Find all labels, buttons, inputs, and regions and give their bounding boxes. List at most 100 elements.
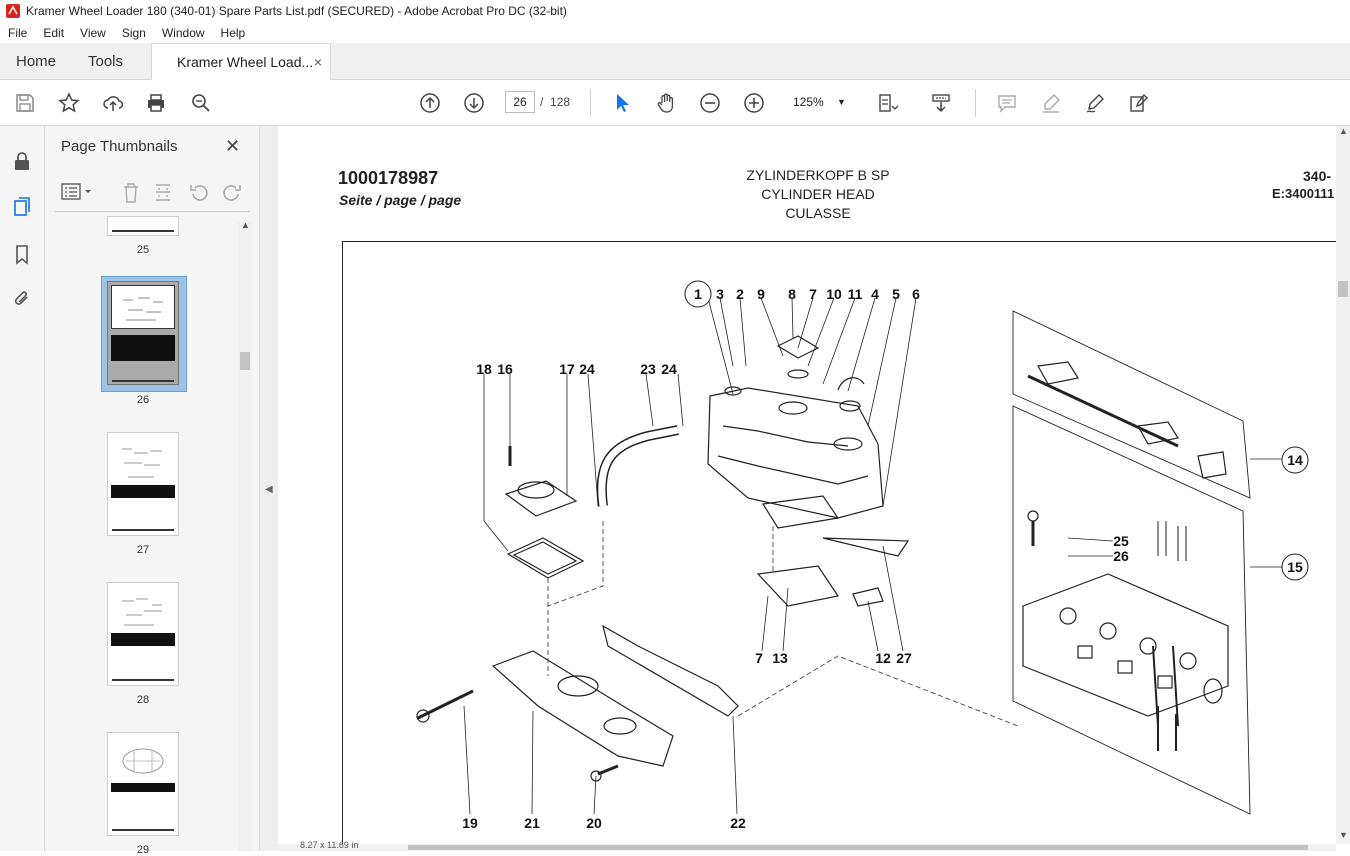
menu-help[interactable]: Help	[220, 25, 246, 40]
sign-icon[interactable]	[1083, 91, 1107, 115]
extract-page-icon[interactable]	[153, 182, 173, 204]
prev-page-icon[interactable]	[418, 91, 442, 115]
acrobat-icon	[6, 4, 20, 18]
callout-7: 7	[809, 286, 817, 302]
page-separator: /	[540, 95, 544, 109]
callout-18: 18	[476, 361, 492, 377]
callout-20: 20	[586, 815, 602, 831]
callout-14: 14	[1287, 452, 1303, 468]
select-cursor-icon[interactable]	[610, 91, 634, 115]
document-horizontal-scrollbar[interactable]: 8.27 x 11.69 in	[278, 840, 1336, 851]
page-thumbnail[interactable]	[107, 432, 179, 536]
thumbnail-scroll-thumb[interactable]	[240, 352, 250, 370]
callout-26: 26	[1113, 548, 1129, 564]
thumbnail-drawing	[122, 598, 162, 626]
tab-close-icon[interactable]: ×	[313, 54, 322, 70]
edit-pdf-icon[interactable]	[1127, 91, 1151, 115]
callout-15: 15	[1287, 559, 1303, 575]
toolbar-divider	[590, 89, 591, 117]
rotate-right-icon[interactable]	[221, 182, 243, 204]
tab-document[interactable]: Kramer Wheel Load... ×	[151, 43, 331, 80]
page-size-label: 8.27 x 11.69 in	[300, 840, 359, 850]
callout-1: 1	[694, 286, 702, 302]
tab-home[interactable]: Home	[16, 53, 57, 70]
thumbnail-drawing	[122, 748, 164, 774]
page-total-value: 128	[550, 95, 571, 109]
window-title: Kramer Wheel Loader 180 (340-01) Spare P…	[26, 4, 567, 18]
tab-bar: Home Tools Kramer Wheel Load... ×	[0, 43, 1350, 80]
callout-2: 2	[736, 286, 744, 302]
part-number: 1000178987	[338, 168, 439, 188]
callout-4: 4	[871, 286, 879, 302]
hand-tool-icon[interactable]	[654, 91, 678, 115]
scroll-up-icon[interactable]: ▲	[1339, 126, 1348, 136]
title-bar: Kramer Wheel Loader 180 (340-01) Spare P…	[0, 0, 1350, 22]
menu-window[interactable]: Window	[161, 25, 205, 40]
star-icon[interactable]	[57, 91, 81, 115]
thumbnail-drawing	[122, 448, 162, 478]
panel-collapse-handle[interactable]: ◀	[260, 126, 278, 851]
attachment-icon[interactable]	[11, 288, 33, 310]
menu-edit[interactable]: Edit	[43, 25, 65, 40]
chevron-left-icon[interactable]: ◀	[265, 484, 273, 495]
zoom-select[interactable]: 125%▼	[783, 91, 853, 113]
page-thumbnail[interactable]	[107, 732, 179, 836]
menu-view[interactable]: View	[80, 25, 106, 40]
highlight-icon[interactable]	[1039, 91, 1063, 115]
thumbnail-label: 26	[136, 394, 150, 406]
upload-icon[interactable]	[101, 91, 125, 115]
callout-13: 13	[772, 650, 788, 666]
menu-file[interactable]: File	[8, 25, 28, 40]
zoom-out-icon[interactable]	[698, 91, 722, 115]
print-icon[interactable]	[144, 91, 168, 115]
callout-9: 9	[757, 286, 765, 302]
scroll-down-icon[interactable]: ▼	[1339, 830, 1348, 840]
document-scroll-thumb[interactable]	[1338, 281, 1348, 297]
page-number-input[interactable]: 26	[505, 91, 535, 113]
rotate-left-icon[interactable]	[188, 182, 210, 204]
next-page-icon[interactable]	[462, 91, 486, 115]
page-thumbnail-selected[interactable]	[107, 281, 179, 385]
drawing-frame	[342, 241, 1336, 844]
title-german: ZYLINDERKOPF B SP	[746, 167, 890, 183]
lock-icon[interactable]	[11, 150, 33, 172]
zoom-value: 125%	[793, 95, 824, 109]
close-icon[interactable]: ✕	[225, 136, 241, 156]
callout-10: 10	[826, 286, 842, 302]
page-thumbnail[interactable]	[107, 582, 179, 686]
callout-5: 5	[892, 286, 900, 302]
thumbnail-scrollbar[interactable]: ▲	[238, 220, 252, 851]
bookmark-icon[interactable]	[11, 243, 33, 265]
thumbnail-options-icon[interactable]	[61, 182, 95, 202]
left-rail	[0, 126, 45, 851]
callout-23: 23	[640, 361, 656, 377]
search-zoom-icon[interactable]	[189, 91, 213, 115]
callout-3: 3	[716, 286, 724, 302]
callout-17: 17	[559, 361, 575, 377]
callout-7b: 7	[755, 650, 763, 666]
zoom-in-icon[interactable]	[742, 91, 766, 115]
document-view[interactable]: 1000178987 Seite / page / page ZYLINDERK…	[278, 126, 1336, 844]
page-fit-icon[interactable]	[876, 91, 900, 115]
title-english: CYLINDER HEAD	[761, 186, 875, 202]
callout-11: 11	[848, 286, 863, 302]
callout-25: 25	[1113, 533, 1129, 549]
horizontal-scroll-thumb[interactable]	[408, 845, 1308, 850]
delete-page-icon[interactable]	[121, 182, 141, 204]
save-icon[interactable]	[13, 91, 37, 115]
callout-8: 8	[788, 286, 796, 302]
page-thumbnails-icon[interactable]	[11, 196, 33, 218]
callout-24b: 24	[661, 361, 677, 377]
document-vertical-scrollbar[interactable]: ▲ ▼	[1336, 126, 1350, 844]
tab-tools[interactable]: Tools	[88, 53, 124, 70]
comment-icon[interactable]	[995, 91, 1019, 115]
menu-sign[interactable]: Sign	[121, 25, 146, 40]
scroll-up-icon[interactable]: ▲	[241, 220, 250, 230]
toolbar-divider-2	[975, 89, 976, 117]
page-label: Seite / page / page	[339, 192, 462, 208]
callout-12: 12	[875, 650, 891, 666]
page-thumbnail[interactable]	[107, 216, 179, 236]
thumbnails-panel: Page Thumbnails ✕ 25 26 27 28 29	[45, 126, 260, 856]
scroll-mode-icon[interactable]	[929, 91, 953, 115]
callout-24: 24	[579, 361, 595, 377]
